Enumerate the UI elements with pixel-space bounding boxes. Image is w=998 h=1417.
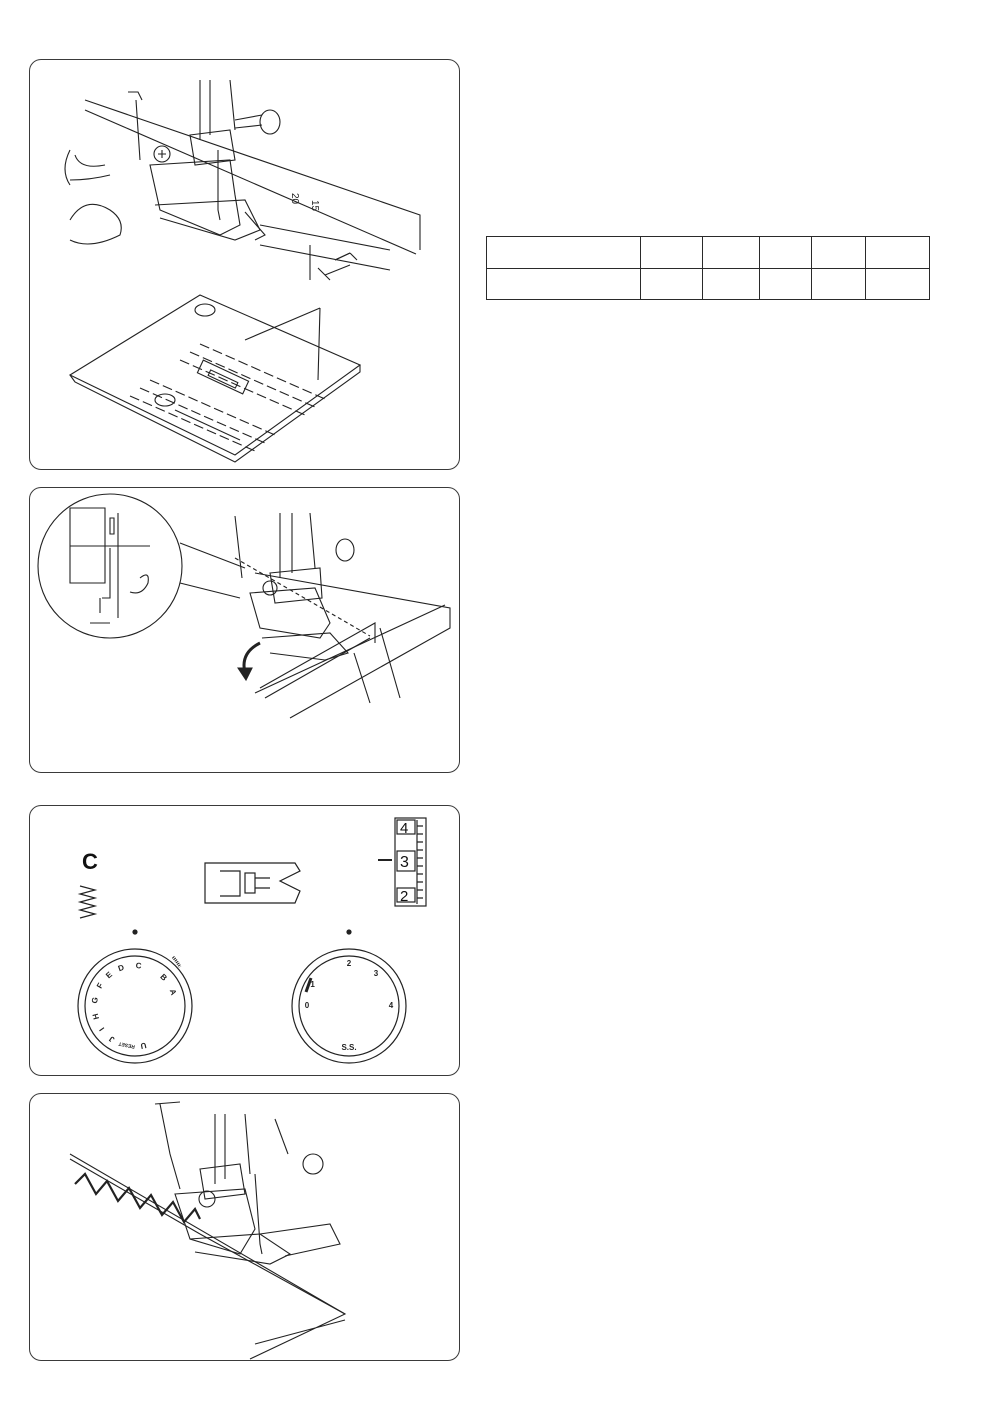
dial-letter-d: D — [117, 963, 126, 974]
dial-letter-b: B — [158, 972, 169, 983]
settings-table — [486, 236, 930, 300]
tension-value-4: 4 — [400, 820, 408, 837]
length-label-0: 0 — [305, 1001, 310, 1010]
dial-letter-e: E — [104, 970, 114, 981]
length-label-3: 3 — [374, 969, 379, 978]
length-label-4: 4 — [389, 1001, 394, 1010]
table-cell — [811, 236, 867, 269]
table-cell — [811, 267, 867, 300]
table-cell — [701, 236, 761, 269]
tension-value-2: 2 — [400, 888, 408, 905]
pattern-letter: C — [82, 849, 98, 874]
length-label-2: 2 — [347, 959, 352, 968]
dial-letter-reset: RESET — [118, 1040, 136, 1049]
length-label-1: 1 — [310, 980, 315, 989]
table-cell — [639, 236, 703, 269]
table-cell — [486, 267, 641, 300]
plate-scale-label-20: 20 — [289, 193, 300, 205]
figure-zigzag-sewing — [29, 1093, 460, 1361]
dial-letter-i: I — [98, 1026, 107, 1033]
dial-letter-f: F — [95, 981, 105, 990]
table-cell — [486, 236, 641, 269]
table-row — [486, 267, 930, 300]
stitch-length-dial[interactable]: 0 1 2 3 4S.S. — [291, 929, 407, 1064]
dial-letter-c: C — [135, 961, 142, 970]
table-cell — [701, 267, 761, 300]
length-label-ss: S.S. — [341, 1043, 356, 1052]
figure-seam-guide: 20 15 — [29, 59, 460, 470]
presser-foot-icon — [204, 862, 301, 904]
figure-turning-corner — [29, 487, 460, 773]
table-cell — [639, 267, 703, 300]
plate-scale-label-15: 15 — [309, 200, 320, 212]
table-row — [486, 236, 930, 269]
dial-letter-j: J — [107, 1034, 116, 1044]
dial-letter-g: G — [90, 997, 100, 1004]
table-cell — [865, 236, 930, 269]
thread-tension-scale: 4 3 2 — [378, 817, 427, 907]
dial-letter-h: H — [91, 1012, 101, 1020]
table-cell — [759, 267, 813, 300]
tension-value-3: 3 — [400, 854, 409, 871]
dial-letter-u: U — [139, 1040, 147, 1050]
table-cell — [865, 267, 930, 300]
zigzag-stitch-icon — [77, 885, 98, 919]
dial-letter-a: A — [168, 988, 179, 997]
table-cell — [759, 236, 813, 269]
